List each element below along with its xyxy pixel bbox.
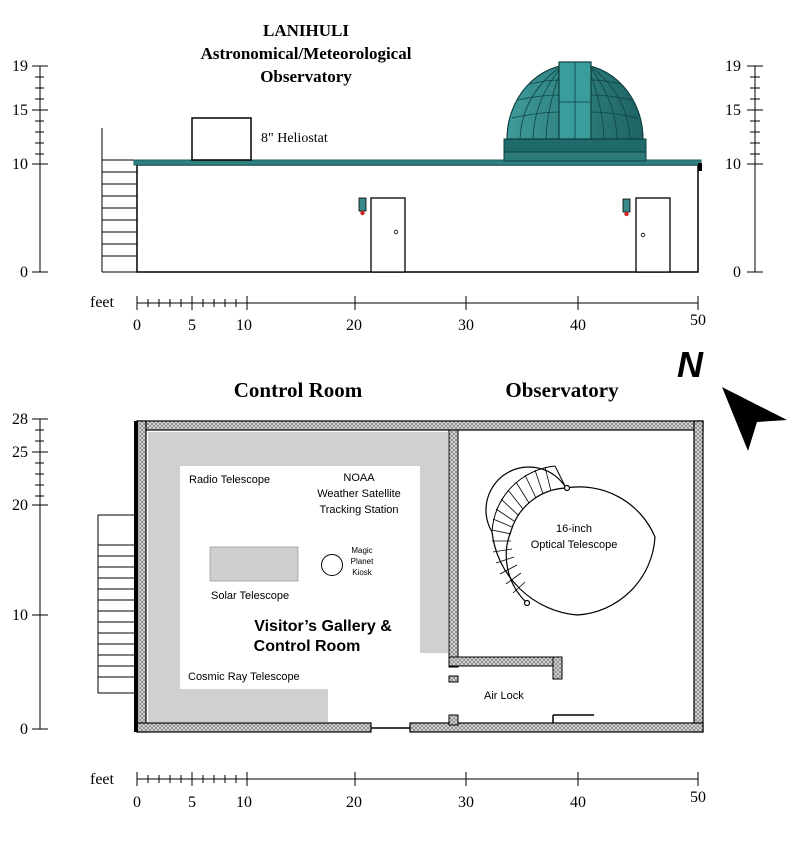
elev-right-tick-19: 19 <box>725 58 741 75</box>
kiosk-icon <box>321 554 343 576</box>
gallery-floor <box>148 432 448 722</box>
elev-scale-5: 5 <box>188 317 196 334</box>
label-telescope-1: 16-inch <box>556 523 592 535</box>
north-arrow: N <box>677 344 787 451</box>
elev-scale-20: 20 <box>346 317 362 334</box>
heliostat-label: 8" Heliostat <box>261 131 328 146</box>
elev-right-tick-15: 15 <box>725 102 741 119</box>
plan-scale-30: 30 <box>458 794 474 811</box>
label-kiosk-2: Planet <box>351 557 374 566</box>
elevation-feet-scale <box>136 296 699 310</box>
label-telescope-2: Optical Telescope <box>531 539 618 551</box>
interior-walls <box>448 429 594 726</box>
plan-scale-10: 10 <box>236 794 252 811</box>
elevation-stairs <box>101 128 137 273</box>
solar-telescope-pad <box>209 546 299 582</box>
elev-scale-40: 40 <box>570 317 586 334</box>
elevation-door-1 <box>370 197 406 273</box>
plan-feet-scale <box>136 772 699 786</box>
elev-left-tick-19: 19 <box>12 58 28 75</box>
plan-tick-10: 10 <box>12 607 28 624</box>
label-solar-telescope: Solar Telescope <box>211 590 289 602</box>
heliostat-box <box>191 117 252 161</box>
label-noaa-1: NOAA <box>343 472 375 484</box>
outer-walls <box>134 420 704 733</box>
plan-scale-0: 0 <box>133 794 141 811</box>
plan-scale-unit: feet <box>90 771 115 788</box>
label-gallery-2: Control Room <box>254 638 361 655</box>
title-line-1: LANIHULI <box>263 21 349 40</box>
elevation-door-2 <box>635 197 671 273</box>
plan-scale-40: 40 <box>570 794 586 811</box>
title-block: LANIHULI Astronomical/Meteorological Obs… <box>201 21 412 86</box>
elevation-right-scale <box>747 65 763 273</box>
elev-left-tick-15: 15 <box>12 102 28 119</box>
label-kiosk-1: Magic <box>351 546 372 555</box>
wall-light-2 <box>622 198 631 217</box>
elev-scale-10: 10 <box>236 317 252 334</box>
north-arrow-icon <box>722 387 787 451</box>
plan-scale-5: 5 <box>188 794 196 811</box>
label-gallery-1: Visitor’s Gallery & <box>254 618 392 635</box>
observatory-dome <box>503 61 647 162</box>
north-icon-label: N <box>677 344 704 385</box>
plan-tick-0: 0 <box>20 721 28 738</box>
plan-stairs <box>97 514 138 694</box>
label-radio-telescope: Radio Telescope <box>189 474 270 486</box>
elevation-building <box>136 164 699 273</box>
elev-right-tick-10: 10 <box>725 156 741 173</box>
elevation-roof <box>133 159 702 166</box>
label-noaa-2: Weather Satellite <box>317 488 401 500</box>
elev-left-tick-0: 0 <box>20 264 28 281</box>
plan-tick-25: 25 <box>12 444 28 461</box>
title-line-3: Observatory <box>260 67 352 86</box>
elevation-view: 19 15 10 0 19 15 10 0 <box>12 58 763 334</box>
spiral-staircase <box>485 465 656 616</box>
elev-right-tick-0: 0 <box>733 264 741 281</box>
title-line-2: Astronomical/Meteorological <box>201 44 412 63</box>
elev-scale-0: 0 <box>133 317 141 334</box>
plan-tick-28: 28 <box>12 411 28 428</box>
elev-scale-unit: feet <box>90 294 115 311</box>
plan-tick-20: 20 <box>12 497 28 514</box>
section-control-room: Control Room <box>234 378 363 402</box>
section-observatory: Observatory <box>505 378 619 402</box>
elevation-left-scale <box>32 65 48 273</box>
plan-scale-50: 50 <box>690 789 706 806</box>
label-cosmic-ray-telescope: Cosmic Ray Telescope <box>188 671 300 683</box>
plan-left-scale <box>32 418 48 730</box>
elev-scale-30: 30 <box>458 317 474 334</box>
elev-scale-50: 50 <box>690 312 706 329</box>
wall-light-1 <box>358 197 367 216</box>
plan-view: Control Room Observatory N 28 25 20 <box>12 344 787 811</box>
label-noaa-3: Tracking Station <box>319 504 398 516</box>
elev-left-tick-10: 10 <box>12 156 28 173</box>
plan-scale-20: 20 <box>346 794 362 811</box>
label-kiosk-3: Kiosk <box>352 568 373 577</box>
label-air-lock: Air Lock <box>484 690 524 702</box>
